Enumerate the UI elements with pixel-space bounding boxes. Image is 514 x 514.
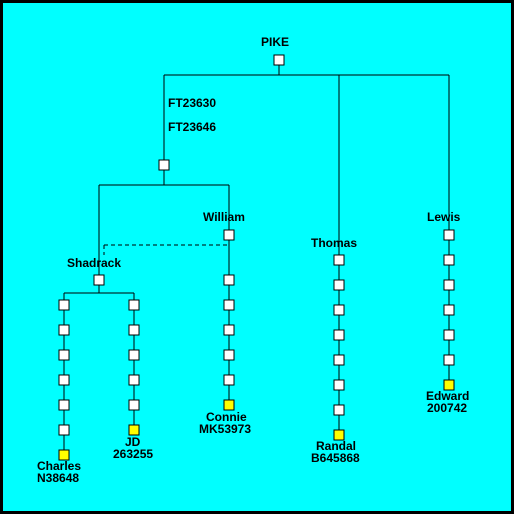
root-label: PIKE xyxy=(261,35,290,49)
node-shadrack xyxy=(93,274,105,286)
generation-node xyxy=(128,349,140,361)
root-node xyxy=(273,54,285,66)
leaf-name-jd: JD xyxy=(125,435,141,449)
generation-node xyxy=(58,424,70,436)
generation-node xyxy=(223,299,235,311)
generation-node xyxy=(333,354,345,366)
generation-node xyxy=(333,304,345,316)
generation-node xyxy=(333,404,345,416)
leaf-code-jd: 263255 xyxy=(113,447,154,461)
generation-node xyxy=(128,374,140,386)
generation-node xyxy=(128,399,140,411)
generation-node xyxy=(443,279,455,291)
branch-label-william: William xyxy=(203,210,245,224)
generation-node xyxy=(333,379,345,391)
generation-node xyxy=(58,299,70,311)
ancestor-node xyxy=(158,159,170,171)
leaf-node-connie xyxy=(223,399,235,411)
generation-node xyxy=(58,374,70,386)
generation-node xyxy=(443,354,455,366)
branch-label-lewis: Lewis xyxy=(427,210,461,224)
leaf-name-charles: Charles xyxy=(37,459,82,473)
leaf-name-edward: Edward xyxy=(426,389,470,403)
generation-node xyxy=(223,274,235,286)
generation-node xyxy=(128,324,140,336)
generation-node xyxy=(443,254,455,266)
generation-node xyxy=(333,329,345,341)
generation-node xyxy=(58,349,70,361)
leaf-node-randal xyxy=(333,429,345,441)
kit-code-1: FT23630 xyxy=(168,96,217,110)
generation-node xyxy=(223,229,235,241)
generation-node xyxy=(58,324,70,336)
generation-node xyxy=(333,279,345,291)
leaf-code-charles: N38648 xyxy=(37,471,80,485)
leaf-node-jd xyxy=(128,424,140,436)
generation-node xyxy=(223,374,235,386)
kit-code-2: FT23646 xyxy=(168,120,217,134)
leaf-node-edward xyxy=(443,379,455,391)
leaf-code-edward: 200742 xyxy=(427,401,468,415)
leaf-code-connie: MK53973 xyxy=(199,422,252,436)
generation-node xyxy=(223,349,235,361)
generation-node xyxy=(443,304,455,316)
generation-node xyxy=(223,324,235,336)
generation-node xyxy=(333,254,345,266)
branch-label-shadrack: Shadrack xyxy=(67,256,122,270)
generation-node xyxy=(443,329,455,341)
generation-node xyxy=(58,399,70,411)
generation-node xyxy=(443,229,455,241)
leaf-name-connie: Connie xyxy=(206,410,247,424)
leaf-name-randal: Randal xyxy=(316,439,357,453)
tree-graphic xyxy=(58,54,455,461)
generation-node xyxy=(128,299,140,311)
branch-label-thomas: Thomas xyxy=(311,236,358,250)
leaf-node-charles xyxy=(58,449,70,461)
leaf-code-randal: B645868 xyxy=(311,451,360,465)
